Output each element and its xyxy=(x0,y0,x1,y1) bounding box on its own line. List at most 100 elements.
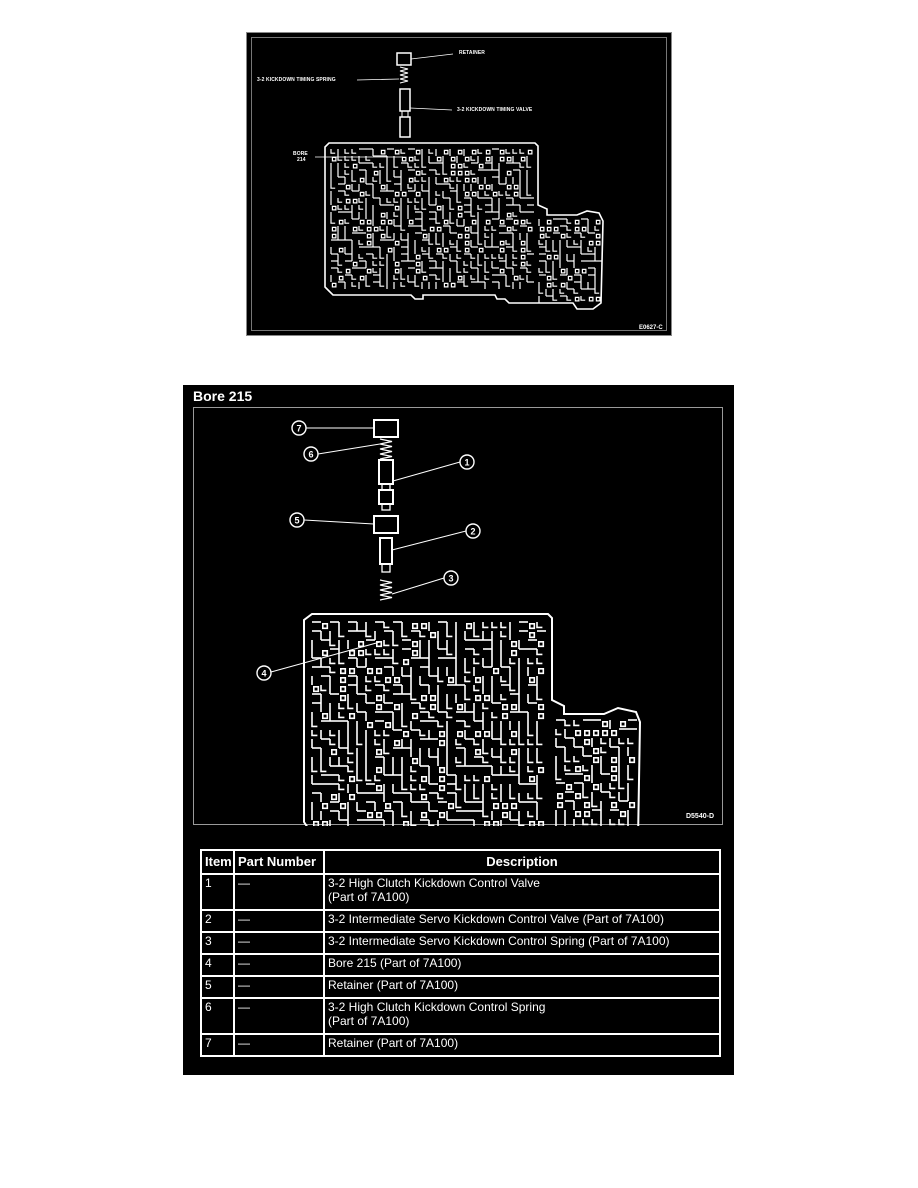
passage-line xyxy=(491,712,498,719)
passage-line xyxy=(536,793,543,800)
item-cell: 1 xyxy=(200,873,235,911)
passage-line xyxy=(394,704,401,711)
timing-spring-label: 3-2 KICKDOWN TIMING SPRING xyxy=(257,77,336,83)
passage-line xyxy=(450,163,456,169)
passage-line xyxy=(349,713,356,720)
passage-line xyxy=(437,793,444,800)
passage-line xyxy=(575,811,582,818)
callout-7: 7 xyxy=(296,424,301,434)
passage-line xyxy=(520,254,526,260)
passage-line xyxy=(393,163,399,168)
passage-line xyxy=(436,156,442,162)
figure-title: Bore 215 xyxy=(193,388,253,404)
passage-line xyxy=(629,802,636,809)
passage-line xyxy=(421,226,427,231)
passage-line xyxy=(446,712,453,719)
passage-line xyxy=(575,730,582,737)
item-cell: 6 xyxy=(200,997,235,1035)
passage-line xyxy=(575,766,582,773)
passage-line xyxy=(412,713,419,720)
passage-line xyxy=(376,668,383,675)
passage-line xyxy=(437,676,444,683)
passage-line xyxy=(464,240,470,246)
passage-line xyxy=(407,198,413,203)
passage-line xyxy=(358,205,364,210)
passage-line xyxy=(581,268,587,274)
passage-line xyxy=(394,240,400,246)
passage-line xyxy=(430,704,437,711)
passage-line xyxy=(455,757,462,764)
passage-line xyxy=(403,659,410,666)
passage-line xyxy=(394,268,400,274)
passage-line xyxy=(443,149,449,155)
passage-line xyxy=(345,184,351,190)
passage-line xyxy=(484,821,491,826)
passage-line xyxy=(538,641,545,648)
passage-line xyxy=(349,650,356,657)
passage-line xyxy=(485,184,491,190)
passage-line xyxy=(443,247,449,253)
passage-line xyxy=(464,233,470,239)
passage-line xyxy=(379,282,385,287)
passage-line xyxy=(593,784,600,791)
passage-line xyxy=(386,198,392,203)
table-row: 5 — Retainer (Part of 7A100) xyxy=(200,975,721,999)
passage-line xyxy=(344,219,350,224)
passage-line xyxy=(380,184,386,190)
description-cell: 3-2 Intermediate Servo Kickdown Control … xyxy=(323,909,721,933)
passage-line xyxy=(553,226,559,232)
passage-line xyxy=(349,668,356,675)
passage-line xyxy=(538,668,545,675)
passage-line xyxy=(385,677,392,684)
passage-line xyxy=(512,261,518,266)
passage-line xyxy=(358,226,364,231)
passage-line xyxy=(331,749,338,756)
passage-line xyxy=(358,641,365,648)
passage-line xyxy=(401,156,407,162)
passage-line xyxy=(552,296,558,301)
passage-line xyxy=(443,282,449,288)
passage-line xyxy=(594,289,600,294)
passage-line xyxy=(609,783,616,790)
passage-line xyxy=(436,247,442,253)
passage-line xyxy=(457,149,463,155)
passage-line xyxy=(374,739,381,746)
passage-line xyxy=(492,191,498,197)
passage-line xyxy=(410,694,417,701)
retainer-part xyxy=(373,515,399,534)
passage-line xyxy=(475,749,482,756)
passage-line xyxy=(415,191,421,197)
valve-body-outline xyxy=(303,613,642,826)
passage-line xyxy=(320,685,327,692)
passage-line xyxy=(470,254,476,259)
passage-line xyxy=(344,149,350,154)
passage-line xyxy=(394,191,400,197)
passage-line xyxy=(611,802,618,809)
passage-line xyxy=(421,177,427,182)
passage-line xyxy=(414,156,420,161)
passage-line xyxy=(520,240,526,246)
passage-line xyxy=(421,776,428,783)
passage-line xyxy=(511,641,518,648)
passage-line xyxy=(509,766,516,773)
passage-line xyxy=(383,640,390,647)
passage-line xyxy=(564,765,571,772)
passage-line xyxy=(394,149,400,155)
passage-line xyxy=(365,775,372,782)
passage-line xyxy=(536,757,543,764)
passage-line xyxy=(567,275,573,281)
passage-line xyxy=(338,712,345,719)
passage-line xyxy=(502,803,509,810)
passage-line xyxy=(564,756,571,763)
passage-line xyxy=(491,622,498,629)
passage-line xyxy=(352,226,358,232)
passage-line xyxy=(538,767,545,774)
passage-line xyxy=(330,219,336,224)
passage-line xyxy=(499,156,505,162)
passage-line xyxy=(594,226,600,231)
passage-line xyxy=(329,667,336,674)
passage-line xyxy=(376,767,383,774)
passage-line xyxy=(400,149,406,154)
passage-line xyxy=(456,177,462,182)
passage-line xyxy=(527,739,534,746)
